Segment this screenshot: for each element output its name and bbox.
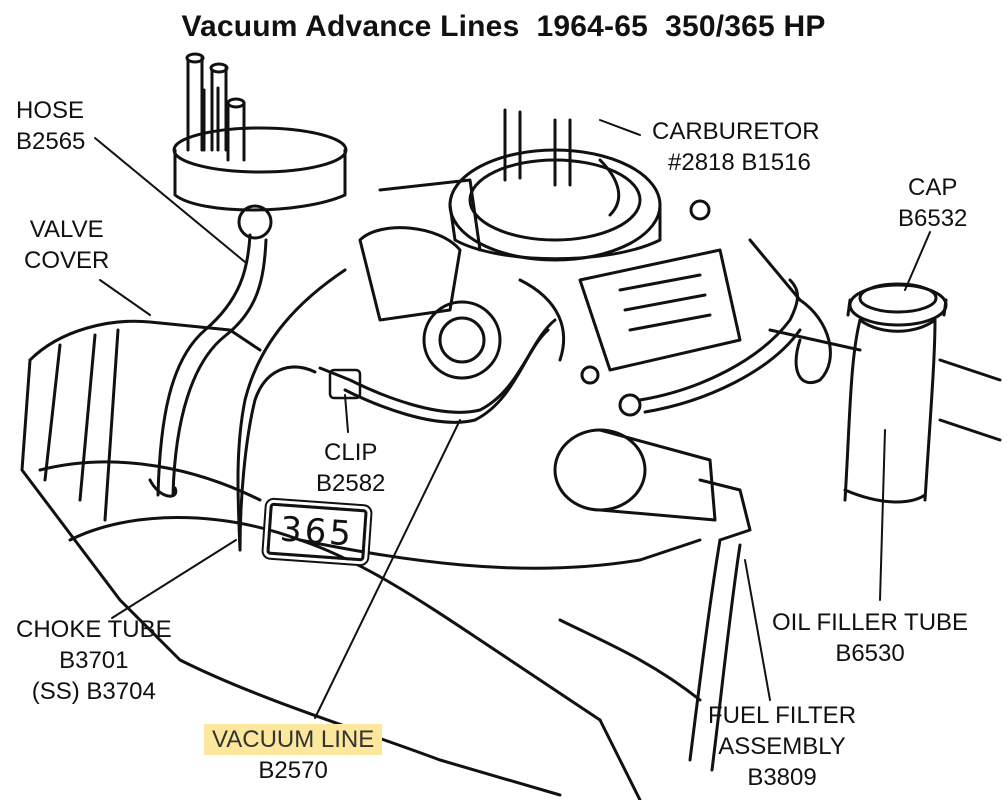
vacuum-line-part-number: B2570: [258, 757, 328, 784]
carburetor-name: CARBURETOR: [652, 118, 820, 145]
valve-cover-line1: VALVE: [29, 216, 104, 243]
choke-tube-label: CHOKE TUBE B3701 (SS) B3704: [16, 614, 172, 707]
choke-tube-ss-part-number: (SS) B3704: [31, 678, 156, 705]
hose-part-number: B2565: [16, 128, 86, 155]
carburetor-label: CARBURETOR #2818 B1516: [652, 116, 820, 178]
valve-cover-line2: COVER: [24, 247, 110, 274]
clip-name: CLIP: [324, 439, 378, 466]
engine-emblem-365: 365: [266, 502, 368, 562]
cap-part-number: B6532: [898, 205, 968, 232]
oil-filler-tube-part-number: B6530: [835, 640, 905, 667]
clip-label: CLIP B2582: [316, 437, 385, 499]
fuel-filter-line1: FUEL FILTER: [708, 702, 857, 729]
vacuum-line-drawing: [238, 318, 557, 552]
vacuum-line-label: VACUUM LINE B2570: [204, 724, 383, 786]
hose-label: HOSE B2565: [16, 95, 85, 157]
choke-tube-name: CHOKE TUBE: [16, 616, 172, 643]
vacuum-line-name: VACUUM LINE: [204, 724, 383, 755]
hose-name: HOSE: [16, 97, 85, 124]
diagram-title: Vacuum Advance Lines 1964-65 350/365 HP: [181, 10, 826, 43]
oil-filler-drawing: [768, 282, 1002, 504]
cap-name: CAP: [908, 174, 958, 201]
fuel-filter-line2: ASSEMBLY: [718, 733, 846, 760]
distributor-drawing: [172, 52, 348, 240]
choke-tube-part-number: B3701: [59, 647, 129, 674]
valve-cover-label: VALVE COVER: [24, 214, 109, 276]
cap-label: CAP B6532: [898, 172, 967, 234]
choke-hose-drawing: [148, 233, 347, 552]
oil-filler-tube-name: OIL FILLER TUBE: [772, 609, 969, 636]
oil-filler-tube-label: OIL FILLER TUBE B6530: [772, 607, 968, 669]
fuel-filter-part-number: B3809: [747, 764, 817, 791]
fuel-filter-drawing: [553, 238, 832, 772]
clip-part-number: B2582: [316, 470, 386, 497]
carburetor-drawing: [358, 108, 742, 385]
fuel-filter-label: FUEL FILTER ASSEMBLY B3809: [708, 700, 856, 793]
carburetor-part-number: #2818 B1516: [668, 149, 811, 176]
leader-lines: [94, 119, 931, 719]
